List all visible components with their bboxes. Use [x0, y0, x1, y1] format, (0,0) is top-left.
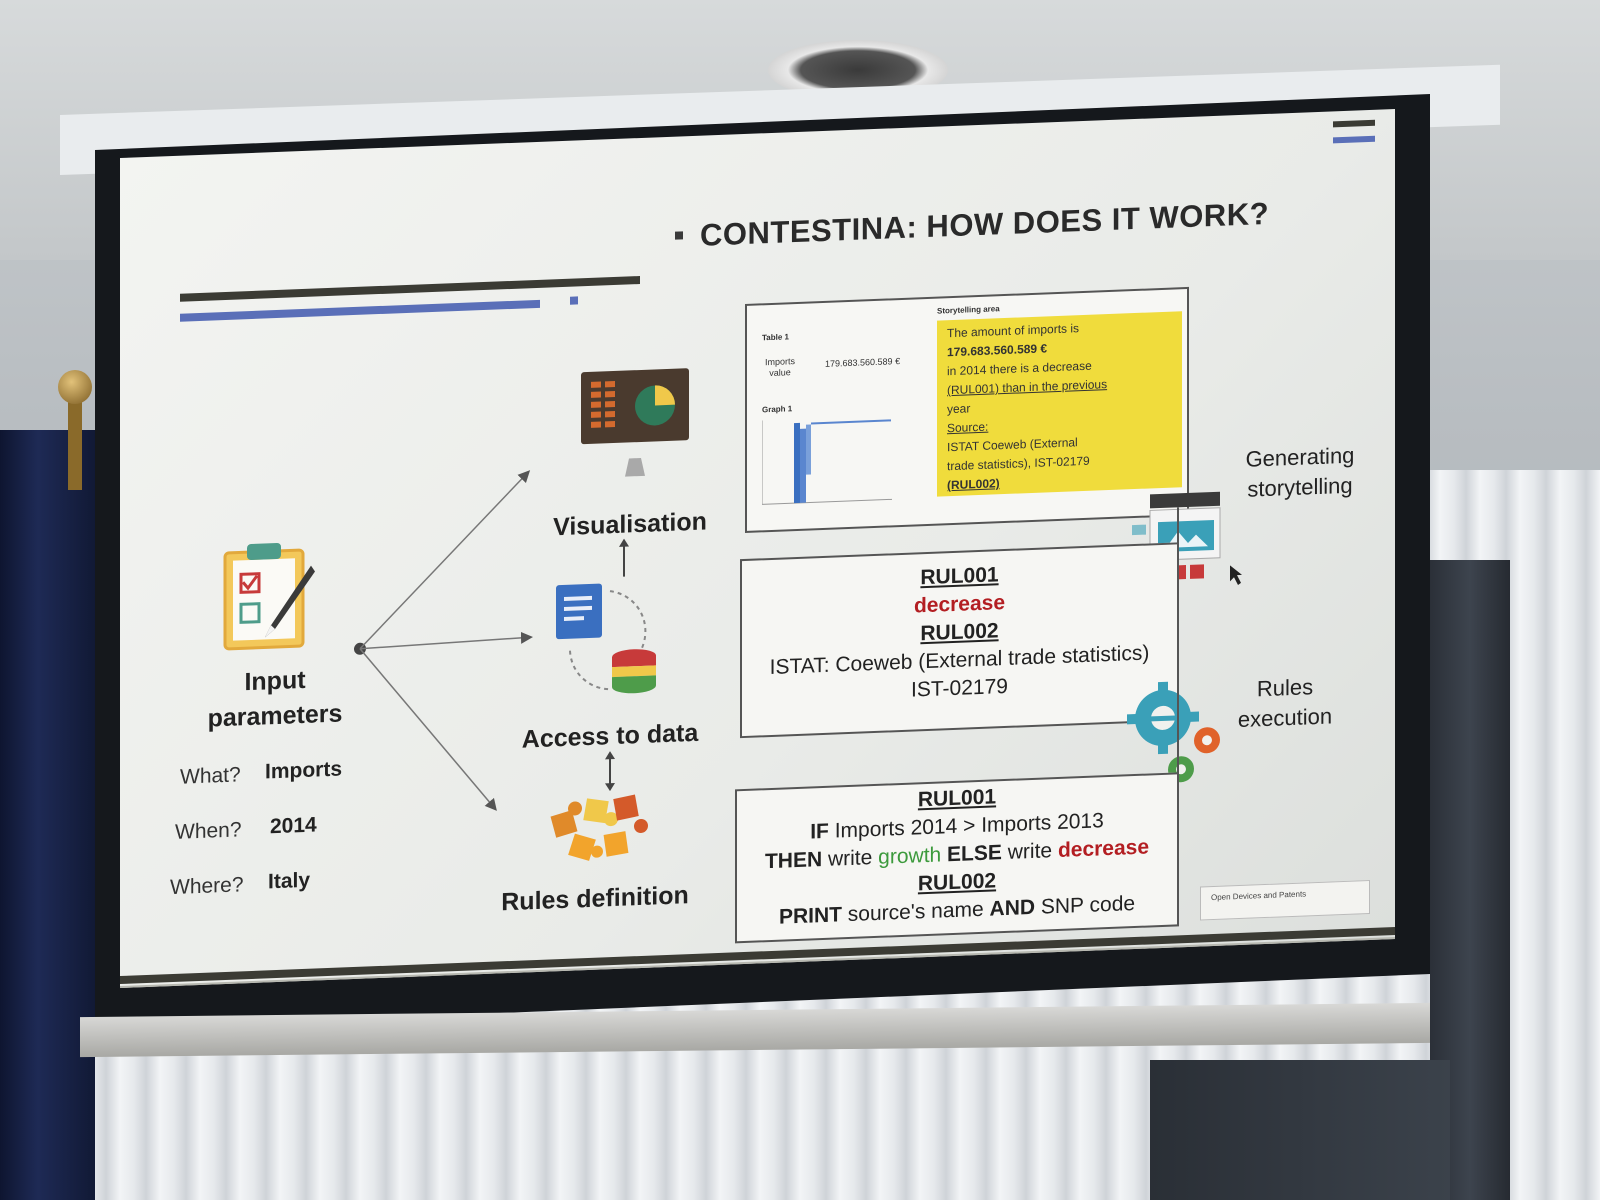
- corner-bars: [1333, 119, 1375, 154]
- rules-definition-box: RUL001 IF Imports 2014 > Imports 2013 TH…: [735, 772, 1179, 944]
- web-page-icon: [1132, 491, 1242, 586]
- monitor-chart-icon: [581, 368, 689, 477]
- flag-pole-knob: [58, 370, 92, 404]
- storytelling-area-label: Storytelling area: [937, 304, 1000, 316]
- pillar-base: [1150, 1060, 1450, 1200]
- storytelling-text-block: The amount of imports is 179.683.560.589…: [937, 311, 1182, 497]
- document-database-icon: [556, 583, 656, 694]
- param-key-what: What?: [180, 763, 241, 789]
- flag-pole: [68, 380, 82, 490]
- preview-graph-label: Graph 1: [762, 404, 793, 415]
- preview-imports-label: Imports value: [765, 356, 796, 379]
- generating-storytelling-label: Generating storytelling: [1245, 442, 1355, 502]
- arrow-up-icon: [619, 538, 629, 577]
- param-value-when: 2014: [270, 813, 317, 839]
- rules-definition-label: Rules definition: [501, 881, 689, 917]
- input-parameters-label-1: Input: [244, 665, 306, 697]
- rules-execution-label: Rules execution: [1237, 674, 1333, 733]
- flow-arrows: [354, 470, 533, 811]
- arrow-updown-icon: [605, 751, 615, 792]
- flag: [0, 430, 95, 1200]
- title-bullet: [675, 231, 683, 240]
- title-bar-blue: [180, 299, 540, 322]
- footer-note: Open Devices and Patents: [1200, 879, 1370, 921]
- param-key-when: When?: [175, 818, 242, 844]
- rules-execution-output: RUL001 decrease RUL002 ISTAT: Coeweb (Ex…: [740, 542, 1179, 739]
- storytelling-preview: Table 1 Imports value 179.683.560.589 € …: [745, 286, 1189, 533]
- preview-table-label: Table 1: [762, 332, 789, 343]
- param-key-where: Where?: [170, 873, 244, 900]
- clipboard-icon: [223, 542, 315, 651]
- slide-title: CONTESTINA: HOW DOES IT WORK?: [700, 195, 1270, 253]
- input-parameters-label-2: parameters: [207, 699, 343, 733]
- puzzle-pieces-icon: [550, 794, 648, 861]
- param-value-what: Imports: [265, 757, 343, 784]
- presentation-slide: CONTESTINA: HOW DOES IT WORK? Input para…: [120, 109, 1395, 989]
- param-value-where: Italy: [268, 868, 311, 894]
- visualisation-label: Visualisation: [553, 507, 707, 542]
- preview-mini-chart: [762, 419, 892, 505]
- preview-imports-value: 179.683.560.589 €: [825, 356, 901, 369]
- title-bar-accent: [570, 296, 578, 305]
- connector-lines: [1177, 507, 1179, 808]
